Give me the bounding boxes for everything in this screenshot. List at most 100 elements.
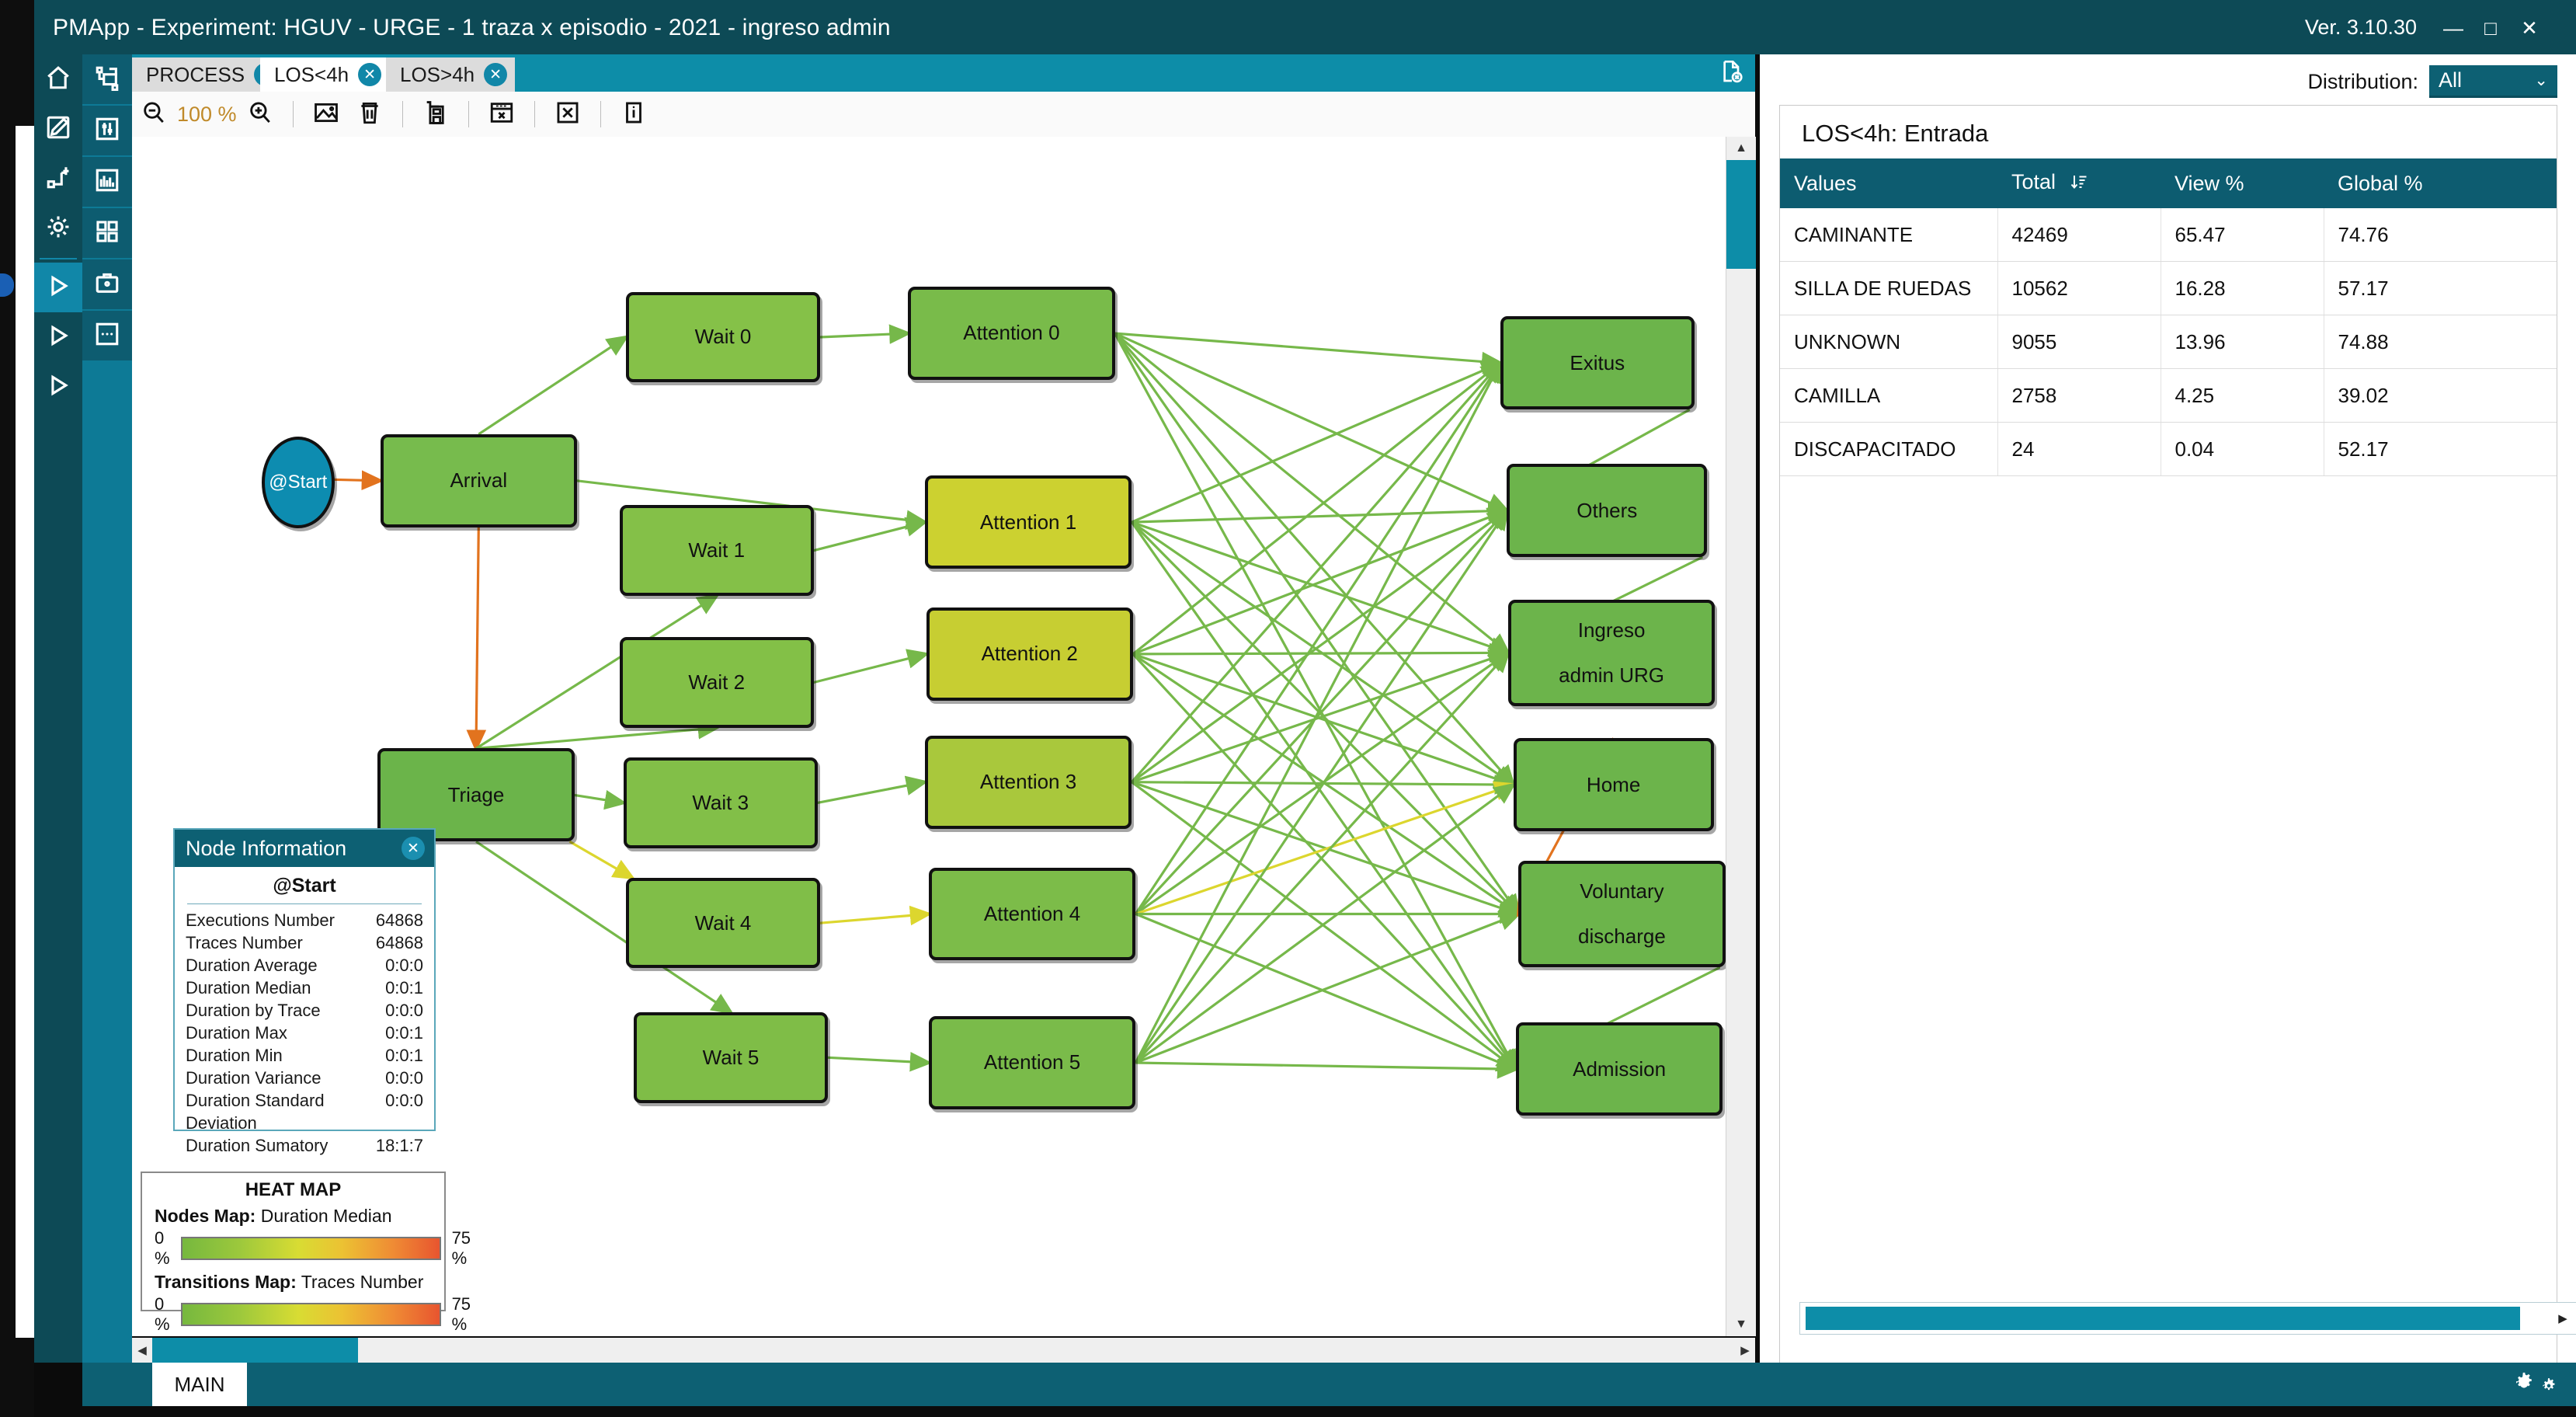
- tool-more[interactable]: [82, 311, 132, 362]
- graph-node-wait2[interactable]: Wait 2: [619, 637, 814, 728]
- graph-node-exitus[interactable]: Exitus: [1500, 316, 1695, 410]
- close-icon[interactable]: ✕: [358, 63, 382, 86]
- tool-dashboard[interactable]: [82, 208, 132, 259]
- graph-edge: [827, 1051, 933, 1072]
- tab-los-gt-4h[interactable]: LOS>4h ✕: [386, 57, 516, 92]
- canvas-horizontal-scrollbar[interactable]: ◀ ▶: [132, 1338, 1755, 1363]
- graph-edge: [478, 335, 630, 436]
- close-all-tabs-button[interactable]: [1709, 54, 1755, 92]
- version-label: Ver. 3.10.30: [2304, 16, 2417, 39]
- panel-horizontal-scroll-thumb[interactable]: [1806, 1307, 2520, 1330]
- tab-los-lt-4h[interactable]: LOS<4h ✕: [260, 57, 390, 92]
- graph-node-label: Attention 4: [983, 901, 1081, 925]
- graph-node-label: Attention 0: [963, 321, 1060, 345]
- graph-node-att0[interactable]: Attention 0: [908, 287, 1115, 380]
- sidebar-item-add-flow[interactable]: [34, 154, 82, 204]
- node-information-row-value: 0:0:1: [385, 978, 423, 997]
- canvas-vertical-scrollbar[interactable]: ▲ ▼: [1726, 137, 1756, 1336]
- bottom-tab-bar: MAIN: [82, 1363, 1760, 1406]
- scroll-right-icon[interactable]: ▶: [2558, 1312, 2567, 1325]
- graph-node-triage[interactable]: Triage: [377, 748, 575, 842]
- graph-node-label: Wait 3: [692, 790, 749, 814]
- tool-models[interactable]: [82, 54, 132, 106]
- cell-view-pct: 0.04: [2161, 422, 2324, 476]
- graph-edge: [1132, 501, 1510, 524]
- minimize-button[interactable]: —: [2443, 16, 2463, 40]
- close-icon[interactable]: ✕: [402, 837, 425, 860]
- zoom-in-button[interactable]: [238, 96, 282, 133]
- graph-node-wait1[interactable]: Wait 1: [619, 505, 814, 596]
- close-icon[interactable]: ✕: [484, 63, 508, 86]
- vertical-scroll-thumb[interactable]: [1726, 160, 1756, 269]
- tool-statistics[interactable]: [82, 157, 132, 208]
- tool-toolbox[interactable]: [82, 259, 132, 311]
- graph-node-wait4[interactable]: Wait 4: [626, 877, 820, 969]
- tool-sidebar: [82, 54, 132, 1363]
- cell-global-pct: 74.88: [2324, 315, 2557, 369]
- cell-total: 10562: [1997, 261, 2161, 315]
- horizontal-scroll-thumb[interactable]: [152, 1338, 358, 1363]
- maximize-button[interactable]: □: [2484, 16, 2497, 40]
- toolbar-divider: [292, 101, 294, 127]
- zoom-out-button[interactable]: [132, 96, 176, 133]
- settings-button[interactable]: [2511, 1370, 2559, 1401]
- graph-node-wait0[interactable]: Wait 0: [626, 291, 820, 383]
- close-button[interactable]: ✕: [2521, 16, 2538, 40]
- column-header-global-pct[interactable]: Global %: [2324, 158, 2557, 208]
- play-icon: [45, 322, 71, 353]
- graph-node-att1[interactable]: Attention 1: [924, 475, 1132, 569]
- scroll-up-icon[interactable]: ▲: [1735, 141, 1747, 155]
- graph-node-start[interactable]: @Start: [261, 437, 335, 529]
- distribution-select[interactable]: All ⌄: [2429, 65, 2557, 98]
- save-button[interactable]: [414, 96, 457, 133]
- cell-values: DISCAPACITADO: [1780, 422, 1998, 476]
- sidebar-item-home[interactable]: [34, 54, 82, 104]
- heat-map-transitions-max: 75 %: [451, 1294, 471, 1334]
- graph-node-home[interactable]: Home: [1513, 738, 1714, 831]
- graph-edge: [1130, 521, 1518, 1073]
- graph-node-att2[interactable]: Attention 2: [926, 607, 1133, 701]
- sidebar-item-edit[interactable]: [34, 104, 82, 154]
- column-header-view-pct[interactable]: View %: [2161, 158, 2324, 208]
- info-button[interactable]: [612, 96, 655, 133]
- graph-node-admission[interactable]: Admission: [1515, 1022, 1723, 1116]
- heat-map-nodes-min: 0 %: [155, 1228, 170, 1268]
- delete-button[interactable]: [348, 96, 391, 133]
- close-window-button[interactable]: [480, 96, 523, 133]
- tool-filters[interactable]: [82, 106, 132, 157]
- column-header-total[interactable]: Total: [1997, 158, 2161, 208]
- export-image-button[interactable]: [304, 96, 348, 133]
- graph-node-att3[interactable]: Attention 3: [924, 735, 1132, 829]
- node-information-row-value: 18:1:7: [375, 1136, 423, 1155]
- sidebar-item-run-2[interactable]: [34, 312, 82, 362]
- sidebar-item-settings[interactable]: [34, 204, 82, 253]
- graph-node-att5[interactable]: Attention 5: [928, 1016, 1136, 1109]
- column-header-values[interactable]: Values: [1780, 158, 1997, 208]
- scroll-left-icon[interactable]: ◀: [137, 1344, 147, 1357]
- graph-node-wait3[interactable]: Wait 3: [623, 757, 818, 848]
- export-excel-button[interactable]: [546, 96, 589, 133]
- scroll-down-icon[interactable]: ▼: [1735, 1318, 1747, 1331]
- graph-node-att4[interactable]: Attention 4: [928, 867, 1136, 961]
- tab-main[interactable]: MAIN: [152, 1363, 247, 1406]
- sidebar-item-run-1[interactable]: [34, 263, 82, 312]
- graph-node-label: Attention 2: [981, 642, 1078, 666]
- graph-node-arrival[interactable]: Arrival: [380, 433, 577, 527]
- graph-edge: [1131, 360, 1504, 783]
- graph-node-wait5[interactable]: Wait 5: [634, 1012, 828, 1103]
- scroll-right-icon[interactable]: ▶: [1740, 1344, 1750, 1357]
- sidebar-item-run-3[interactable]: [34, 362, 82, 412]
- graph-node-others[interactable]: Others: [1507, 464, 1708, 558]
